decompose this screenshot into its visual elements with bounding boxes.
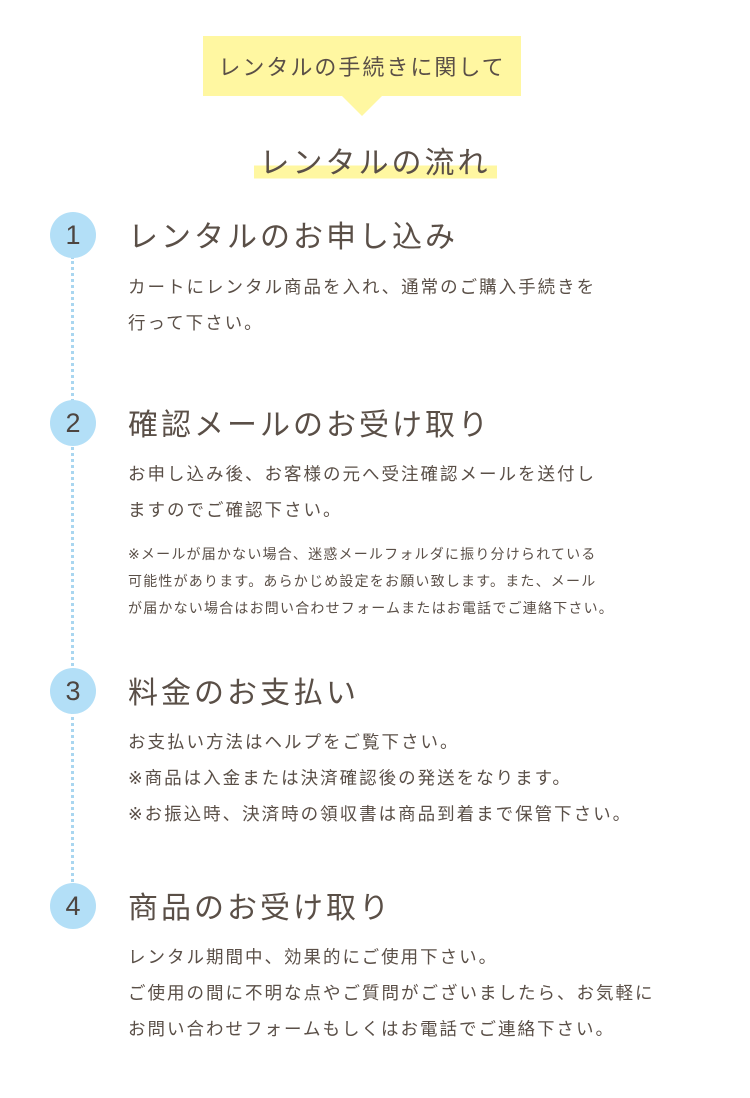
- header-label: レンタルの手続きに関して: [218, 56, 506, 81]
- step-2-body: お申し込み後、お客様の元へ受注確認メールを送付し ますのでご確認下さい。: [128, 457, 718, 529]
- step-3-number: 3: [65, 675, 81, 706]
- step-3-title: 料金のお支払い: [128, 676, 359, 711]
- step-1-number-badge: 1: [50, 212, 96, 258]
- step-1-body: カートにレンタル商品を入れ、通常のご購入手続きを 行って下さい。: [128, 270, 718, 342]
- step-2-line: お申し込み後、お客様の元へ受注確認メールを送付し: [128, 465, 596, 485]
- flow-section-title: レンタルの流れ: [0, 138, 750, 182]
- step-3-number-badge: 3: [50, 668, 96, 714]
- step-1-line: 行って下さい。: [128, 314, 264, 334]
- step-4-title: 商品のお受け取り: [128, 891, 392, 926]
- header-banner: レンタルの手続きに関して: [203, 36, 521, 96]
- step-3-line: ※お振込時、決済時の領収書は商品到着まで保管下さい。: [128, 805, 633, 825]
- step-1-number: 1: [65, 219, 81, 250]
- step-2-line: ますのでご確認下さい。: [128, 501, 343, 521]
- step-2-number-badge: 2: [50, 400, 96, 446]
- step-1-title: レンタルのお申し込み: [128, 220, 458, 255]
- step-2-note-line: 可能性があります。あらかじめ設定をお願い致します。また、メール: [128, 574, 597, 590]
- step-2-note-line: ※メールが届かない場合、迷惑メールフォルダに振り分けられている: [128, 547, 597, 563]
- step-3-line: ※商品は入金または決済確認後の発送をなります。: [128, 769, 572, 789]
- step-2-title: 確認メールのお受け取り: [128, 408, 491, 443]
- step-4-line: お問い合わせフォームもしくはお電話でご連絡下さい。: [128, 1020, 615, 1040]
- step-3-body: お支払い方法はヘルプをご覧下さい。 ※商品は入金または決済確認後の発送をなります…: [128, 725, 718, 833]
- step-2-number: 2: [65, 407, 81, 438]
- step-4-number: 4: [65, 890, 81, 921]
- step-4-line: レンタル期間中、効果的にご使用下さい。: [128, 948, 499, 968]
- step-4-number-badge: 4: [50, 883, 96, 929]
- step-2-note-line: が届かない場合はお問い合わせフォームまたはお電話でご連絡下さい。: [128, 601, 614, 617]
- header-banner-pointer: [342, 96, 382, 116]
- flow-title-text: レンタルの流れ: [253, 138, 497, 182]
- step-4-line: ご使用の間に不明な点やご質問がございましたら、お気軽に: [128, 984, 655, 1004]
- step-2-note: ※メールが届かない場合、迷惑メールフォルダに振り分けられている 可能性があります…: [128, 542, 718, 623]
- step-1-line: カートにレンタル商品を入れ、通常のご購入手続きを: [128, 278, 597, 298]
- step-4-body: レンタル期間中、効果的にご使用下さい。 ご使用の間に不明な点やご質問がございまし…: [128, 940, 718, 1048]
- timeline-connector: [71, 256, 74, 906]
- step-3-line: お支払い方法はヘルプをご覧下さい。: [128, 733, 460, 753]
